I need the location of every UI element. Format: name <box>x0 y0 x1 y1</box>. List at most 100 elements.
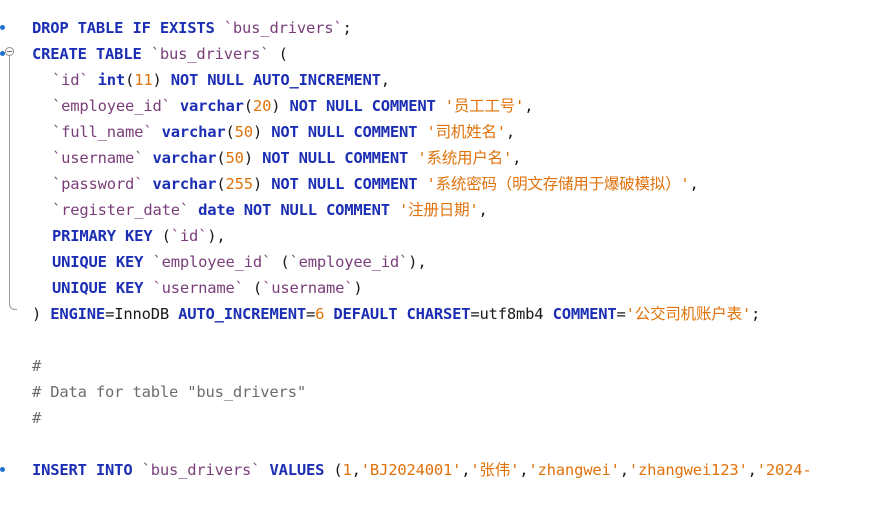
token-str: '注册日期' <box>399 201 479 219</box>
token-str: '公交司机账户表' <box>625 305 752 323</box>
token-kw: NOT NULL AUTO_INCREMENT <box>161 71 381 89</box>
token-str: 'zhangwei123' <box>628 461 748 479</box>
token-kw: AUTO_INCREMENT <box>178 305 306 323</box>
token-ph: ) <box>271 97 281 115</box>
code-line[interactable]: `employee_id` varchar(20) NOT NULL COMME… <box>0 93 896 119</box>
line-gutter <box>0 275 30 301</box>
token-pl <box>271 253 280 271</box>
statement-marker-icon <box>0 51 5 56</box>
token-kw: COMMENT <box>552 305 617 323</box>
line-gutter <box>0 93 30 119</box>
fold-guide <box>9 249 10 275</box>
line-gutter <box>0 249 30 275</box>
line-gutter <box>0 353 30 379</box>
code-line[interactable]: INSERT INTO `bus_drivers` VALUES (1,'BJ2… <box>0 457 896 483</box>
token-ph: ) <box>207 227 217 245</box>
code-line[interactable]: PRIMARY KEY (`id`), <box>0 223 896 249</box>
token-pl: , <box>524 97 534 115</box>
code-line[interactable]: # <box>0 353 896 379</box>
fold-guide <box>9 56 10 67</box>
code-line[interactable]: `username` varchar(50) NOT NULL COMMENT … <box>0 145 896 171</box>
fold-guide <box>9 275 10 301</box>
token-ph: ) <box>252 175 263 193</box>
code-line[interactable]: `register_date` date NOT NULL COMMENT '注… <box>0 197 896 223</box>
token-pl: , <box>505 123 516 141</box>
token-id: `employee_id` <box>52 97 171 115</box>
fold-guide <box>9 67 10 93</box>
code-line[interactable]: UNIQUE KEY `employee_id` (`employee_id`)… <box>0 249 896 275</box>
code-line[interactable]: `id` int(11) NOT NULL AUTO_INCREMENT, <box>0 67 896 93</box>
code-line[interactable]: CREATE TABLE `bus_drivers` ( <box>0 41 896 67</box>
code-text: `password` varchar(255) NOT NULL COMMENT… <box>52 173 699 195</box>
line-gutter <box>0 145 30 171</box>
token-kw: ENGINE <box>50 305 106 323</box>
code-text: CREATE TABLE `bus_drivers` ( <box>32 43 288 65</box>
token-str: '张伟' <box>470 461 520 479</box>
token-pl: , <box>216 227 226 245</box>
token-ph: ( <box>161 227 171 245</box>
code-text: UNIQUE KEY `employee_id` (`employee_id`)… <box>52 251 427 273</box>
token-kw: INSERT INTO <box>32 461 142 479</box>
fold-collapse-icon[interactable] <box>5 47 14 56</box>
token-cm: # Data for table "bus_drivers" <box>32 383 306 401</box>
token-pl: =InnoDB <box>105 305 179 323</box>
code-text: `id` int(11) NOT NULL AUTO_INCREMENT, <box>52 69 390 91</box>
code-line[interactable]: DROP TABLE IF EXISTS `bus_drivers`; <box>0 15 896 41</box>
code-text: `username` varchar(50) NOT NULL COMMENT … <box>52 147 521 169</box>
code-text: # <box>32 407 41 429</box>
token-num: 6 <box>315 305 325 323</box>
token-kw: VALUES <box>260 461 334 479</box>
code-line[interactable]: `password` varchar(255) NOT NULL COMMENT… <box>0 171 896 197</box>
token-id: `bus_drivers` <box>141 461 261 479</box>
token-str: '系统密码（明文存储用于爆破模拟）' <box>426 175 690 193</box>
token-str: '司机姓名' <box>426 123 506 141</box>
code-line[interactable]: `full_name` varchar(50) NOT NULL COMMENT… <box>0 119 896 145</box>
token-num: 11 <box>134 71 153 89</box>
token-str: '2024- <box>756 461 812 479</box>
token-fn: int <box>97 71 126 89</box>
code-text: ) ENGINE=InnoDB AUTO_INCREMENT=6 DEFAULT… <box>32 303 760 325</box>
code-line[interactable] <box>0 431 896 457</box>
token-pl: , <box>689 175 699 193</box>
fold-guide <box>9 171 10 197</box>
token-pl: = <box>305 305 316 323</box>
token-cm: # <box>32 409 42 427</box>
token-ph: ( <box>216 175 226 193</box>
token-pl <box>89 71 98 89</box>
token-kw: NOT NULL COMMENT <box>262 175 427 193</box>
code-line[interactable] <box>0 327 896 353</box>
fold-guide <box>9 119 10 145</box>
token-pl: , <box>417 253 427 271</box>
code-line[interactable]: # Data for table "bus_drivers" <box>0 379 896 405</box>
token-kw: UNIQUE KEY <box>52 253 153 271</box>
fold-guide <box>9 223 10 249</box>
token-ph: ( <box>225 123 235 141</box>
code-line[interactable]: # <box>0 405 896 431</box>
line-gutter <box>0 223 30 249</box>
token-ph: ( <box>333 461 343 479</box>
token-pl: , <box>747 461 757 479</box>
token-num: 1 <box>342 461 352 479</box>
token-fn: varchar <box>179 97 244 115</box>
token-kw: NOT NULL COMMENT <box>252 149 418 167</box>
code-text: `full_name` varchar(50) NOT NULL COMMENT… <box>52 121 515 143</box>
line-gutter <box>0 431 30 457</box>
token-id: `full_name` <box>52 123 153 141</box>
code-line[interactable]: ) ENGINE=InnoDB AUTO_INCREMENT=6 DEFAULT… <box>0 301 896 327</box>
token-num: 255 <box>225 175 254 193</box>
token-id: `bus_drivers` <box>223 19 343 37</box>
token-ph: ( <box>125 71 135 89</box>
token-kw: UNIQUE KEY <box>52 279 153 297</box>
line-gutter <box>0 405 30 431</box>
token-pl <box>152 123 161 141</box>
line-gutter <box>0 41 30 67</box>
token-fn: varchar <box>161 123 226 141</box>
token-ph: ( <box>252 279 263 297</box>
token-ph: ) <box>408 253 418 271</box>
code-line[interactable]: UNIQUE KEY `username` (`username`) <box>0 275 896 301</box>
token-kw: NOT NULL COMMENT <box>262 123 427 141</box>
code-text: `register_date` date NOT NULL COMMENT '注… <box>52 199 488 221</box>
token-pl: , <box>478 201 488 219</box>
token-ph: ) <box>353 279 363 297</box>
